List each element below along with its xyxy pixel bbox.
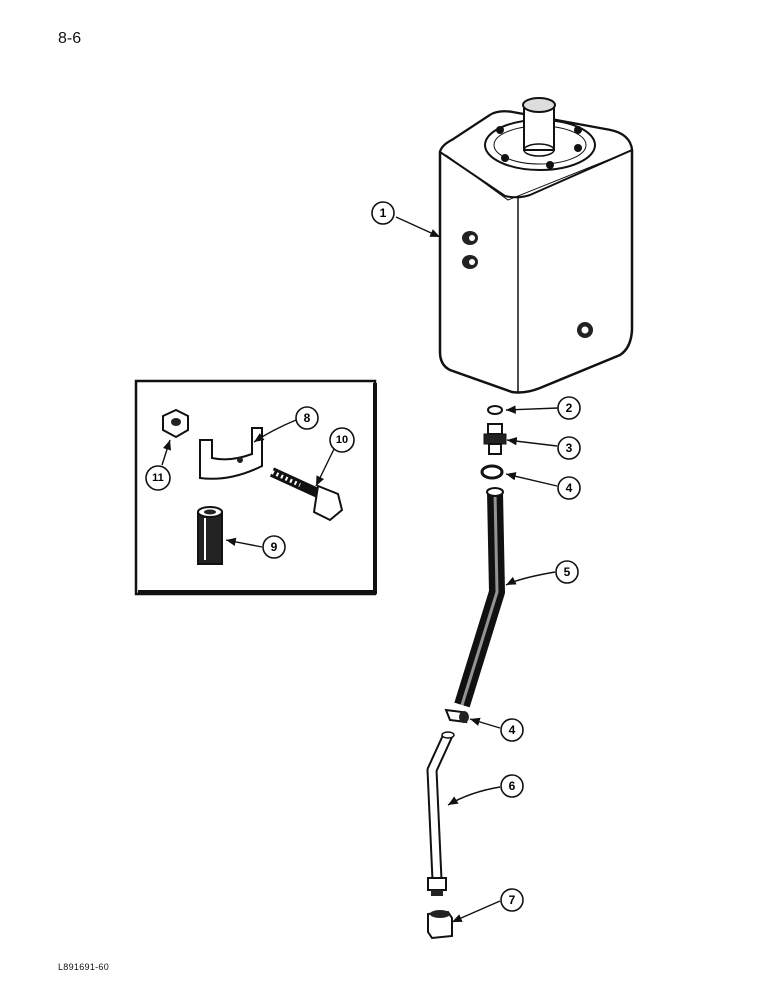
callout-4-upper: 4 (557, 476, 581, 500)
callout-11-label: 11 (152, 472, 164, 484)
hose-clamp-lower-part (444, 708, 469, 724)
callout-4-lower: 4 (500, 718, 524, 742)
callout-5: 5 (555, 560, 579, 584)
hose-clamp-part (480, 464, 504, 480)
page-number: 8-6 (58, 30, 82, 47)
spacer-part (197, 506, 223, 565)
fitting-part (483, 423, 507, 455)
callout-5-label: 5 (564, 565, 571, 579)
callout-1: 1 (371, 201, 395, 225)
o-ring-part (487, 405, 503, 415)
callout-4-upper-label: 4 (566, 481, 573, 495)
hose-part (454, 487, 505, 708)
callout-10: 10 (329, 427, 355, 453)
callout-3-label: 3 (566, 441, 573, 455)
hardware-inset-box (134, 379, 377, 596)
tank-part (438, 97, 634, 394)
callout-7-label: 7 (509, 893, 516, 907)
callout-3: 3 (557, 436, 581, 460)
callout-6: 6 (500, 774, 524, 798)
leader-lines (161, 216, 559, 923)
callout-11: 11 (145, 465, 171, 491)
lock-nut-part (162, 408, 189, 439)
callout-7: 7 (500, 888, 524, 912)
callout-8-label: 8 (304, 411, 311, 425)
callout-2: 2 (557, 396, 581, 420)
figure-code: L891691-60 (58, 962, 110, 972)
callout-1-label: 1 (380, 206, 387, 220)
callout-2-label: 2 (566, 401, 573, 415)
callout-9-label: 9 (271, 540, 278, 554)
callout-6-label: 6 (509, 779, 516, 793)
callout-8: 8 (295, 406, 319, 430)
callout-9: 9 (262, 535, 286, 559)
bolt-part (269, 467, 344, 522)
callout-4-lower-label: 4 (509, 723, 516, 737)
nut-part (427, 910, 453, 940)
tube-part (426, 731, 455, 896)
callout-10-label: 10 (336, 434, 348, 446)
strap-part (199, 427, 263, 480)
